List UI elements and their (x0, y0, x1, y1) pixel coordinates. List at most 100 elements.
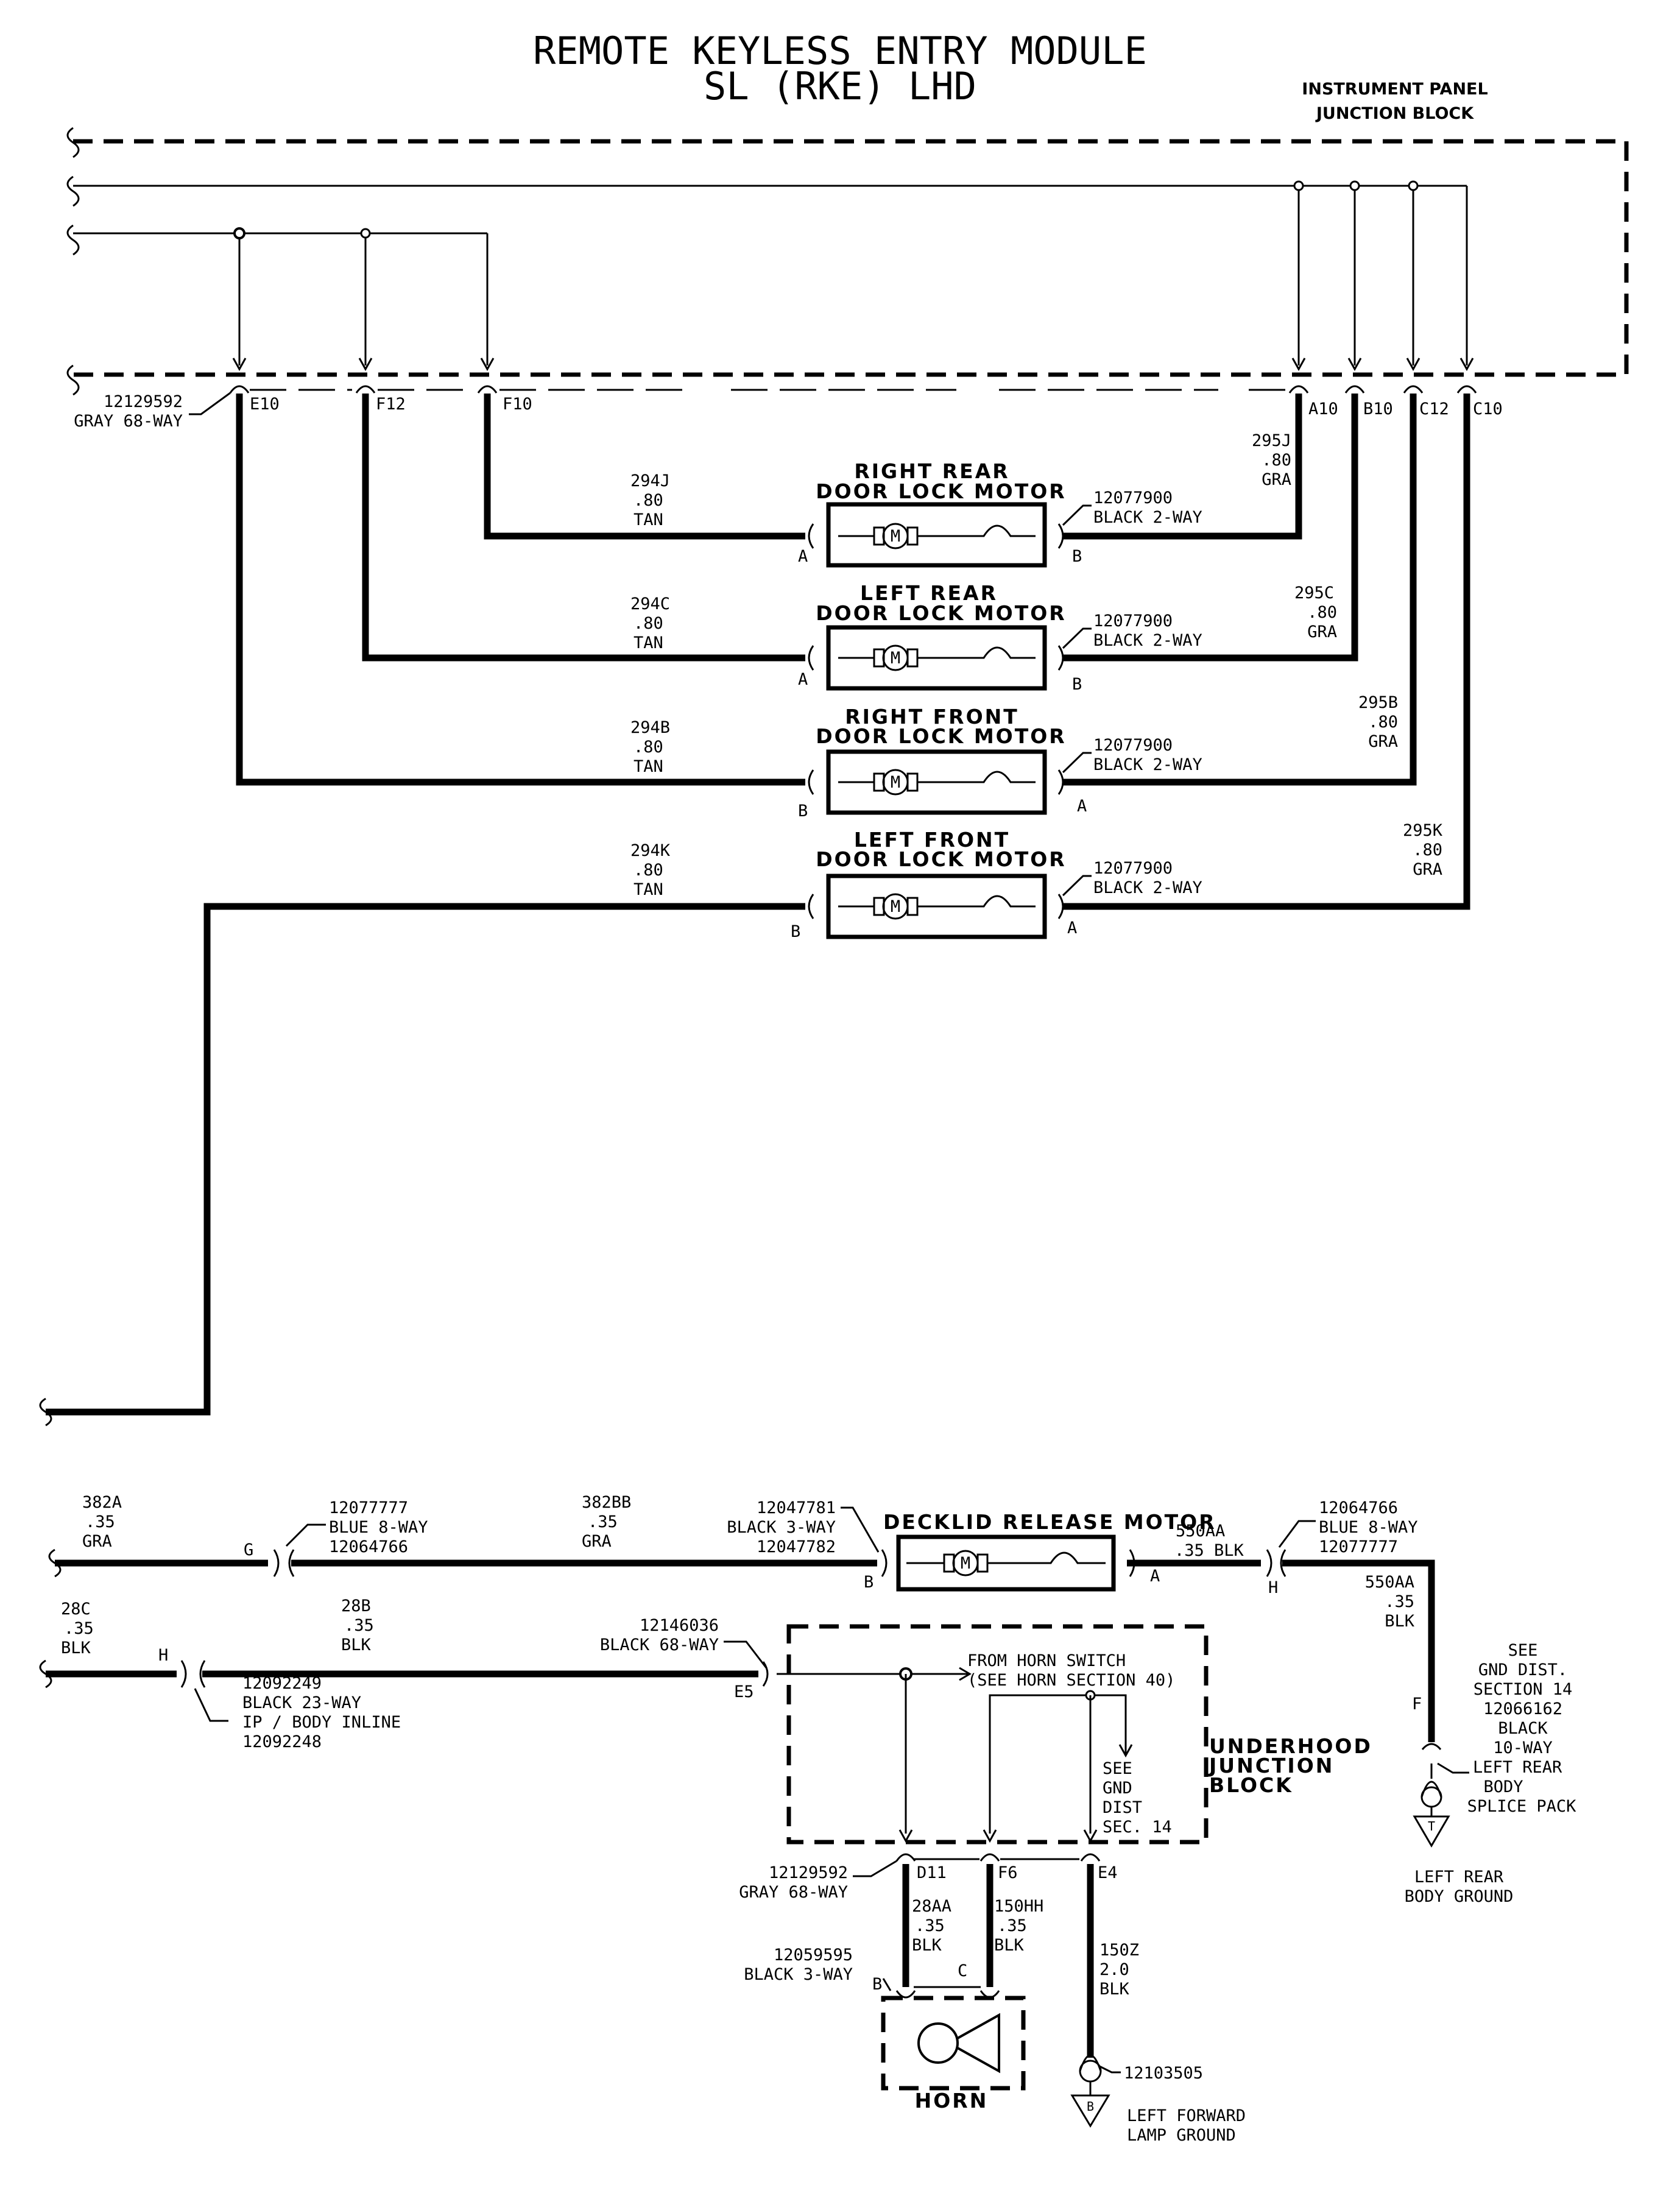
w28aa-color: BLK (912, 1936, 942, 1955)
lr-motor-name-2: DOOR LOCK MOTOR (816, 601, 1066, 625)
w382a-gauge: .35 (85, 1513, 115, 1531)
rf-right-color: GRA (1368, 732, 1398, 751)
ujb-see-gnd-3: DIST (1103, 1798, 1142, 1817)
w28aa-circuit: 28AA (912, 1897, 951, 1916)
decklid-conn-part2: 12047782 (757, 1537, 836, 1556)
ujb-conn-leader (724, 1640, 768, 1668)
ujb-label-2: JUNCTION (1208, 1754, 1334, 1778)
conn-h-leader (1278, 1520, 1316, 1548)
lf-right-pin: A (1067, 919, 1077, 937)
w150z-circuit: 150Z (1099, 1941, 1139, 1960)
inline-leader (194, 1688, 228, 1722)
lr-right-color: GRA (1307, 623, 1337, 641)
lf-connector-leader (1062, 875, 1092, 897)
ujb-see-gnd-2: GND (1103, 1779, 1132, 1798)
lf-connector-part: 12077900 (1093, 859, 1173, 878)
horn-circuit (39, 1624, 1209, 2128)
ujb-see-gnd-4: SEC. 14 (1103, 1818, 1172, 1837)
lf-connector-desc: BLACK 2-WAY (1093, 878, 1202, 897)
ip-connector-part: 12129592 (104, 392, 183, 411)
motor-symbol: M (891, 897, 900, 916)
ip-junction-block-label-1: INSTRUMENT PANEL (1302, 80, 1488, 99)
ip-pin-a10: A10 (1308, 400, 1338, 418)
rf-left-pin: B (798, 802, 808, 821)
lr-right-gauge: .80 (1307, 603, 1337, 622)
w382a-color: GRA (82, 1532, 112, 1551)
lf-left-gauge: .80 (634, 861, 663, 880)
ujb-pin-f6: F6 (998, 1863, 1018, 1882)
rr-motor-name-2: DOOR LOCK MOTOR (816, 479, 1066, 503)
ip-junction-block-label-2: JUNCTION BLOCK (1315, 104, 1474, 123)
lr-connector-desc: BLACK 2-WAY (1093, 631, 1202, 650)
door-lock-wiring (39, 394, 1470, 1427)
ip-connector-desc: GRAY 68-WAY (74, 412, 183, 431)
rf-left-gauge: .80 (634, 738, 663, 757)
splice-ref-4: 12066162 (1483, 1700, 1562, 1718)
lf-right-circuit: 295K (1403, 821, 1443, 840)
motor-symbol: M (891, 649, 900, 668)
lf-left-pin: B (791, 922, 800, 941)
decklid-left-pin: B (864, 1573, 874, 1592)
rr-left-color: TAN (634, 510, 663, 529)
motor-symbol: M (891, 773, 900, 792)
right-rear-door-lock-motor: RIGHT REAR DOOR LOCK MOTOR M (808, 459, 1066, 568)
rf-left-color: TAN (634, 757, 663, 776)
lr-left-gauge: .80 (634, 614, 663, 633)
w150hh-color: BLK (994, 1936, 1025, 1955)
decklid-conn-desc: BLACK 3-WAY (727, 1518, 836, 1537)
ip-connector-leader (189, 392, 231, 415)
lf-left-circuit: 294K (630, 841, 671, 860)
lr-right-circuit: 295C (1294, 584, 1334, 602)
ujb-label-1: UNDERHOOD (1209, 1734, 1372, 1758)
left-front-door-lock-motor: LEFT FRONT DOOR LOCK MOTOR M (808, 828, 1066, 939)
rr-right-color: GRA (1262, 470, 1291, 489)
lamp-ground-symbol: B (1087, 2099, 1094, 2114)
rr-motor-name-1: RIGHT REAR (854, 459, 1009, 483)
rr-connector-desc: BLACK 2-WAY (1093, 508, 1202, 527)
ip-pin-f12: F12 (376, 395, 406, 414)
splice-ref-6: 10-WAY (1493, 1739, 1553, 1757)
splice-ref-5: BLACK (1498, 1719, 1548, 1738)
decklid-motor-name: DECKLID RELEASE MOTOR (883, 1510, 1216, 1534)
w382bb-gauge: .35 (588, 1513, 618, 1531)
rr-connector-part: 12077900 (1093, 489, 1173, 507)
decklid-conn-leader (841, 1506, 880, 1553)
rf-connector-desc: BLACK 2-WAY (1093, 755, 1202, 774)
w28b-gauge: .35 (344, 1616, 374, 1635)
inline-desc2: IP / BODY INLINE (242, 1713, 401, 1732)
w550aa-gauge: .35 (1174, 1541, 1204, 1560)
diagram-title-line2: SL (RKE) LHD (704, 64, 976, 108)
inline-part1: 12092249 (242, 1674, 322, 1693)
w382a-circuit: 382A (82, 1493, 122, 1512)
right-front-door-lock-motor: RIGHT FRONT DOOR LOCK MOTOR M (808, 705, 1066, 815)
lr-left-circuit: 294C (630, 595, 670, 613)
inline-desc1: BLACK 23-WAY (242, 1693, 361, 1712)
rf-motor-name-1: RIGHT FRONT (845, 705, 1019, 729)
rf-motor-name-2: DOOR LOCK MOTOR (816, 724, 1066, 748)
ip-pin-b10: B10 (1363, 400, 1393, 418)
rr-connector-leader (1062, 504, 1092, 526)
w150z-color: BLK (1099, 1980, 1130, 1999)
splice-ref-9: SPLICE PACK (1467, 1797, 1577, 1816)
lr-connector-part: 12077900 (1093, 612, 1173, 630)
rr-right-circuit: 295J (1252, 431, 1291, 450)
decklid-conn-part1: 12047781 (757, 1499, 836, 1517)
splice-ref-leader (1437, 1762, 1469, 1774)
ujb-from-horn-2: (SEE HORN SECTION 40) (967, 1671, 1175, 1690)
lr-right-pin: B (1072, 675, 1082, 694)
horn-pin-b: B (872, 1975, 882, 1994)
w28b-circuit: 28B (341, 1597, 371, 1615)
ground-ring-part: 12103505 (1124, 2064, 1203, 2083)
lf-motor-name-1: LEFT FRONT (854, 828, 1010, 852)
splice-pin-f: F (1412, 1695, 1422, 1714)
lf-motor-name-2: DOOR LOCK MOTOR (816, 847, 1066, 871)
w28aa-gauge: .35 (915, 1916, 945, 1935)
lf-left-color: TAN (634, 880, 663, 899)
inline-pin-h: H (158, 1646, 168, 1665)
ip-pin-c10: C10 (1473, 400, 1503, 418)
rr-left-circuit: 294J (630, 471, 670, 490)
w382bb-circuit: 382BB (582, 1493, 631, 1512)
ip-junction-block (66, 127, 1629, 396)
w550aa-circuit: 550AA (1176, 1522, 1225, 1541)
